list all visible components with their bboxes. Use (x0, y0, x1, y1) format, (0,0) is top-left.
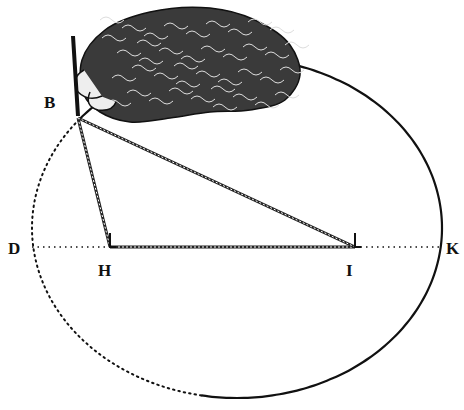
hand-shading (270, 27, 294, 33)
hand-shading (211, 86, 235, 92)
hand-shading (213, 104, 237, 110)
axis-dotted (32, 246, 110, 248)
hand-shading (255, 102, 279, 108)
hand-shading (223, 54, 247, 60)
hand-shading (169, 88, 193, 94)
point-label: H (98, 262, 111, 279)
pin (110, 233, 116, 247)
axis-dotted (355, 246, 442, 248)
string (78, 118, 110, 247)
string (110, 246, 355, 249)
hand-shading (154, 73, 178, 79)
hand-shading (265, 52, 289, 58)
hand-shading (174, 63, 198, 69)
hand-shading (260, 77, 284, 83)
hand-shading (139, 58, 163, 64)
hand-shading (196, 71, 220, 77)
hand-shading (137, 40, 161, 46)
string (78, 118, 355, 247)
point-label: K (446, 240, 459, 257)
hand-shading (243, 44, 267, 50)
hand-shading (100, 17, 124, 23)
hand-shading (176, 81, 200, 87)
string-texture (110, 247, 355, 248)
hand-shading (228, 29, 252, 35)
hand-shading (285, 42, 309, 48)
hand-shading (218, 79, 242, 85)
ellipse-dotted (32, 119, 201, 396)
hand-shading (164, 23, 188, 29)
hand-shading (191, 96, 215, 102)
hand-shading (201, 46, 225, 52)
hand-shading (238, 69, 262, 75)
hand-shading (233, 94, 257, 100)
point-label: I (346, 262, 353, 279)
hand-shading (206, 21, 230, 27)
pencil (73, 36, 78, 116)
hand-shading (159, 48, 183, 54)
hand-shading (181, 56, 205, 62)
hand-shading (186, 31, 210, 37)
pin (355, 233, 361, 247)
finger (75, 70, 116, 110)
hand-shading (280, 67, 304, 73)
hand-shading (144, 33, 168, 39)
hand-shading (149, 98, 173, 104)
hand-shading (275, 92, 299, 98)
string-texture (78, 118, 110, 247)
hand-shading (122, 25, 146, 31)
hand-shading (132, 65, 156, 71)
hand-shading (112, 75, 136, 81)
hand-shading (117, 50, 141, 56)
point-label: B (44, 94, 55, 111)
hand-shading (248, 19, 272, 25)
string-texture (78, 118, 355, 247)
point-label: D (8, 240, 20, 257)
hand-shading (102, 35, 126, 41)
hand-shading (127, 90, 151, 96)
